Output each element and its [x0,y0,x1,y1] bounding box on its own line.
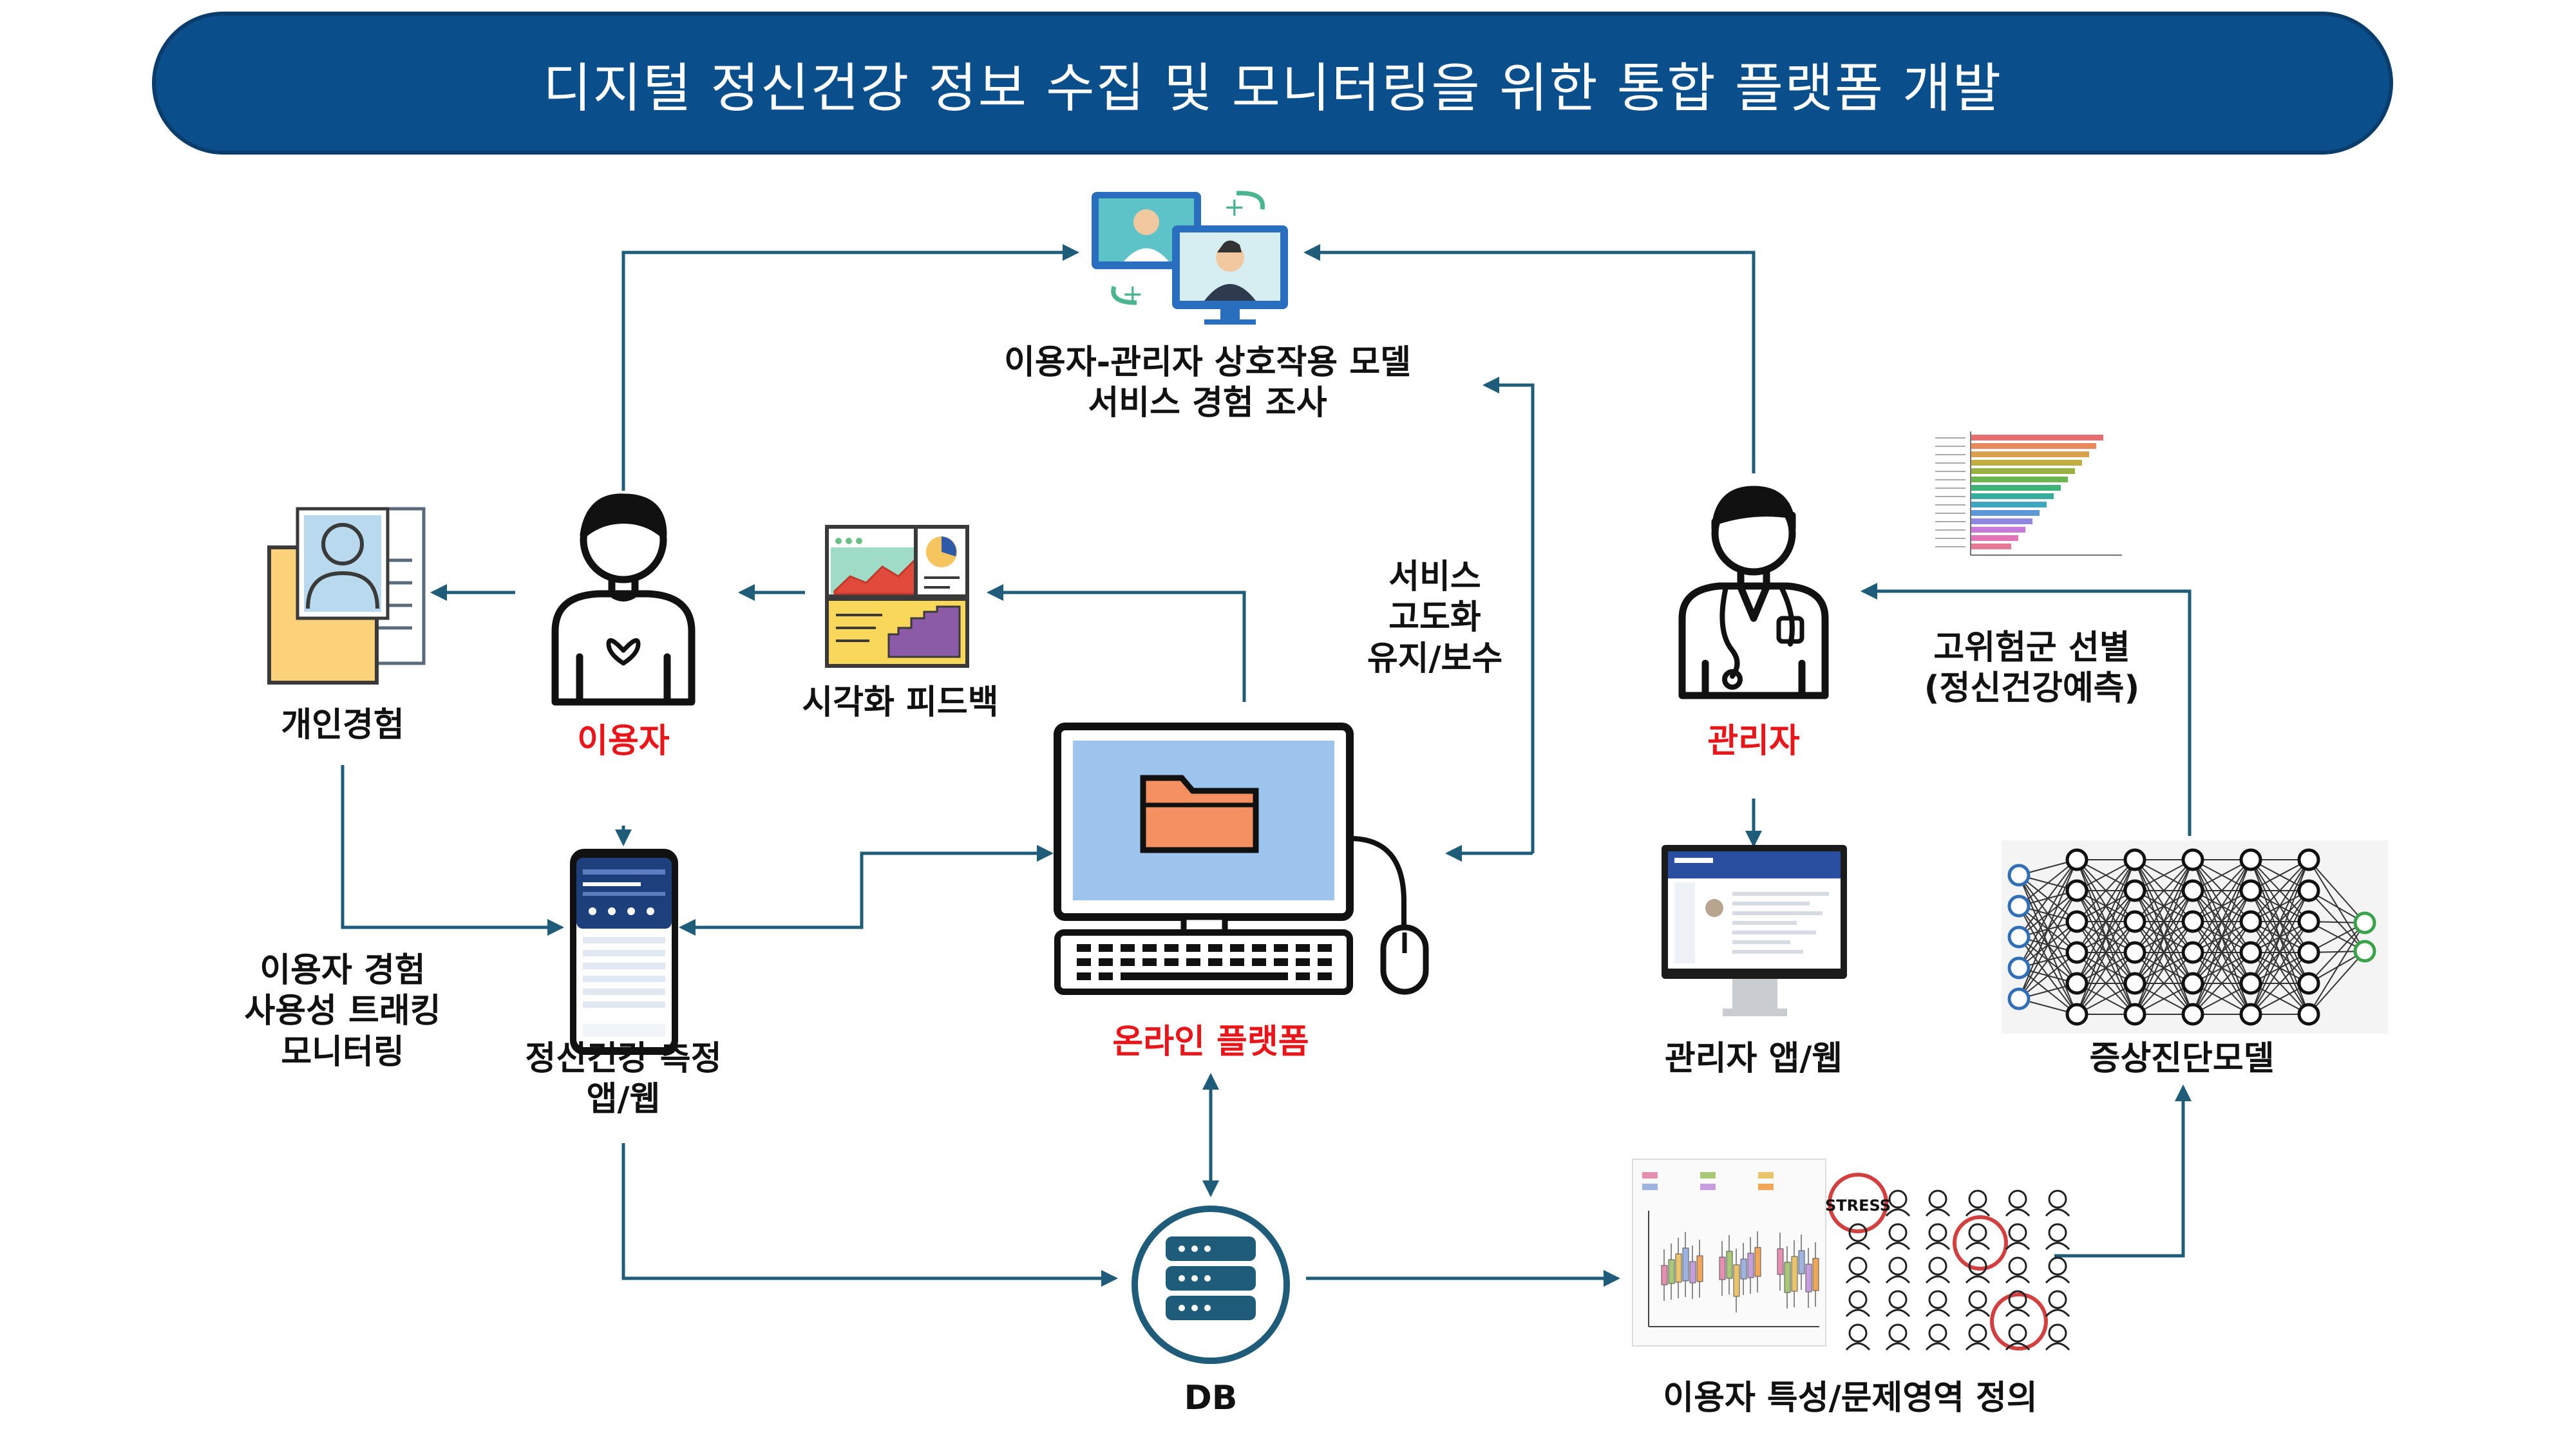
doctor-avatar-icon [1678,486,1829,699]
arrow-maintenance-to-interaction [1482,377,1535,853]
arrow-platform-app [679,845,1054,936]
arrow-app-to-db [621,1143,1118,1287]
computer-folder-icon [1054,723,1429,995]
feature-importance-chart-icon [1906,422,2125,564]
tracking-label: 이용자 경험 사용성 트래킹 모니터링 [244,951,441,1072]
measurement-app-label: 정신건강 측정 앱/웹 [525,1039,722,1119]
monitor-web-icon [1662,845,1847,1016]
dashboard-charts-icon [825,525,969,668]
arrow-user-to-interaction [621,244,1079,491]
interaction-model-label: 이용자-관리자 상호작용 모델 서비스 경험 조사 [1004,343,1411,423]
user-label: 이용자 [577,722,670,761]
high-risk-selection-label: 고위험군 선별 (정신건강예측) [1924,629,2140,708]
user-traits-label: 이용자 특성/문제영역 정의 [1663,1379,2038,1417]
arrow-platform-to-visualization [987,584,1246,702]
online-platform-label: 온라인 플랫폼 [1112,1023,1309,1061]
smartphone-app-icon [570,849,678,1055]
diagnosis-model-label: 증상진단모델 [2089,1039,2275,1078]
neural-network-icon [2002,840,2388,1034]
db-label: DB [1184,1379,1238,1417]
arrow-manager-to-interaction [1303,244,1756,473]
service-maintenance-label: 서비스 고도화 유지/보수 [1367,558,1503,678]
visualization-feedback-label: 시각화 피드백 [802,683,999,722]
page-title: 디지털 정신건강 정보 수집 및 모니터링을 위한 통합 플랫폼 개발 [542,57,2003,119]
connector-arrows [341,244,2192,1287]
arrow-traits-to-model [2054,1084,2192,1258]
svg-text:+: + [1224,193,1245,222]
title-banner: 디지털 정신건강 정보 수집 및 모니터링을 위한 통합 플랫폼 개발 [152,12,2393,155]
arrow-model-to-manager [1861,583,2192,836]
user-avatar-icon [551,493,696,706]
svg-text:+: + [1122,279,1144,309]
manager-app-label: 관리자 앱/웹 [1664,1039,1843,1078]
stress-symptoms-icon: STRESS [1825,1173,2070,1351]
personal-experience-label: 개인경험 [281,706,404,744]
video-consultation-icon: + + [1092,191,1288,325]
stress-badge-text: STRESS [1825,1197,1891,1215]
manager-label: 관리자 [1707,722,1800,761]
arrow-experience-to-app [341,765,564,936]
database-icon [1132,1206,1290,1364]
person-document-icon [267,507,426,685]
boxplot-chart-icon [1632,1159,1826,1347]
